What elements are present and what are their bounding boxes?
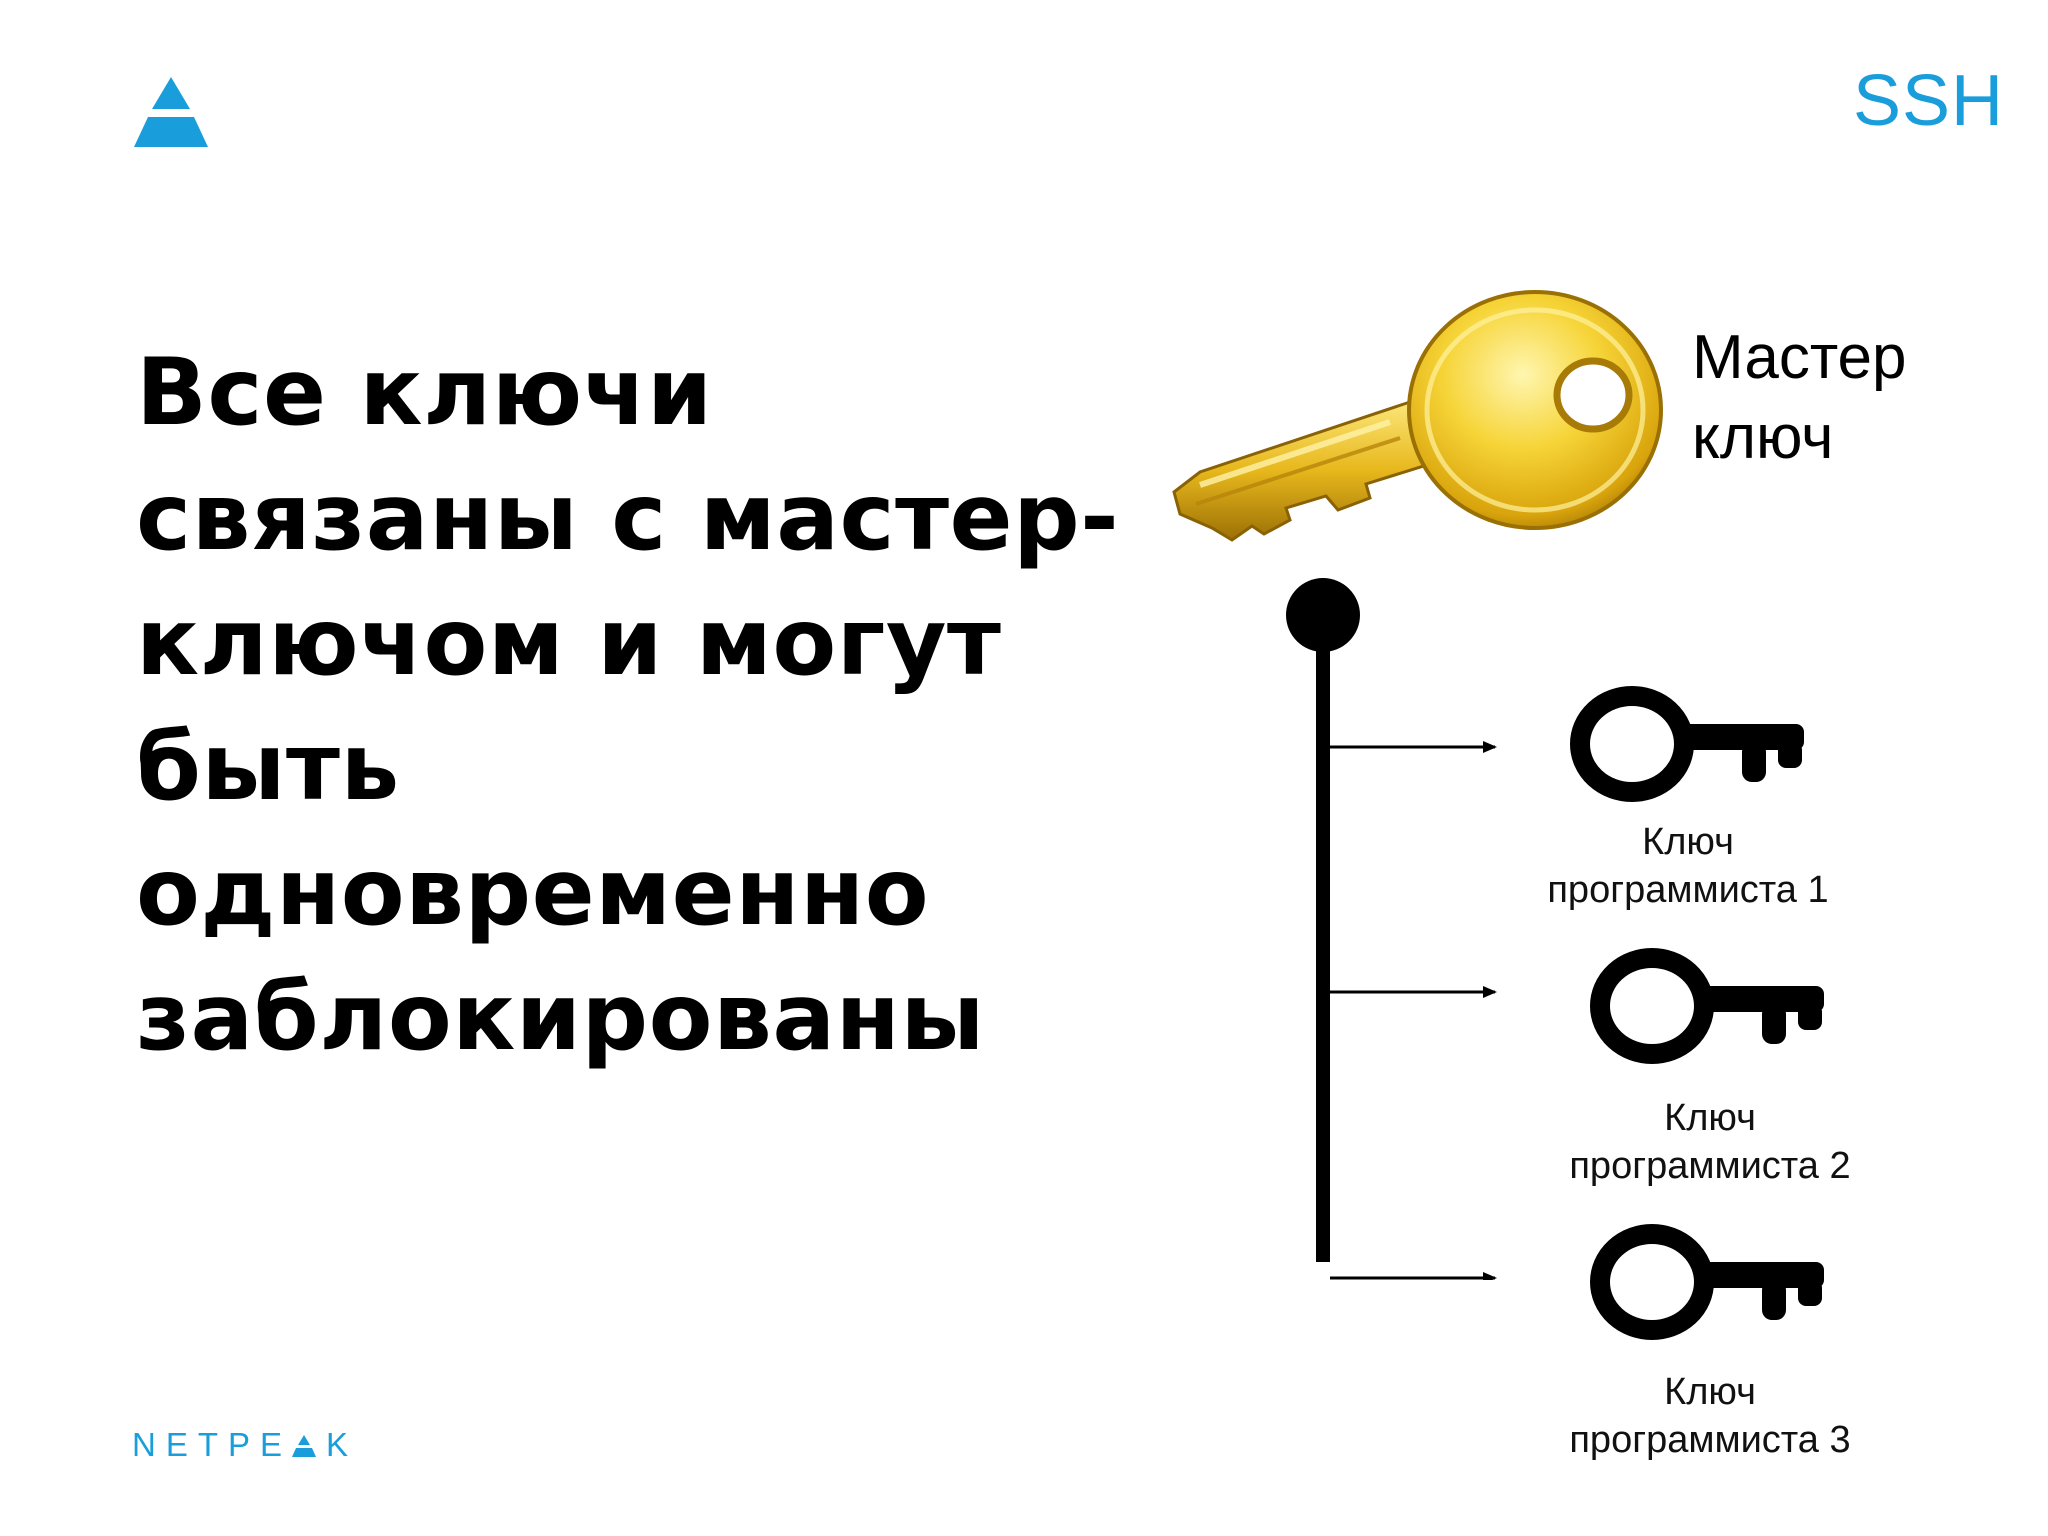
- developer-key-label: Ключ программиста 2: [1530, 1094, 1890, 1190]
- brand-triangle-icon: [292, 1435, 317, 1457]
- section-title: SSH: [1852, 61, 2004, 141]
- developer-key-label: Ключ программиста 3: [1530, 1368, 1890, 1464]
- black-key-icon: [1570, 686, 1804, 802]
- headline-line: заблокированы: [136, 963, 985, 1071]
- black-key-icon: [1590, 948, 1824, 1064]
- developer-key-label-line: Ключ: [1642, 821, 1734, 863]
- master-key-label-line: ключ: [1692, 403, 1834, 472]
- connector-root-dot: [1286, 578, 1360, 652]
- developer-key-label-line: программиста 2: [1569, 1145, 1851, 1187]
- developer-key-label-line: Ключ: [1664, 1097, 1756, 1139]
- black-key-icon: [1590, 1224, 1824, 1340]
- headline-line: одновременно: [136, 838, 930, 946]
- master-key-label: Мастер ключ: [1692, 318, 1907, 478]
- logo-triangle-icon: [134, 77, 208, 147]
- key-hierarchy-connector: [1286, 578, 1497, 1280]
- headline: Все ключи связаны с мастер- ключом и мог…: [136, 330, 1136, 1080]
- gold-key-icon: [1172, 290, 1663, 542]
- headline-line: связаны с мастер-: [136, 463, 1120, 571]
- headline-line: Все ключи: [136, 338, 713, 446]
- developer-key-label-line: программиста 3: [1569, 1419, 1851, 1461]
- developer-key-label: Ключ программиста 1: [1508, 818, 1868, 914]
- developer-key-label-line: Ключ: [1664, 1371, 1756, 1413]
- headline-line: ключом и могут: [136, 588, 1002, 696]
- developer-key-label-line: программиста 1: [1547, 869, 1829, 911]
- headline-line: быть: [136, 713, 400, 821]
- brand-text-end: K: [326, 1426, 359, 1463]
- brand-text-start: NETPE: [132, 1426, 293, 1463]
- master-key-label-line: Мастер: [1692, 323, 1907, 392]
- connector-trunk: [1316, 630, 1330, 1262]
- brand-logo: NETPE K: [132, 1426, 358, 1464]
